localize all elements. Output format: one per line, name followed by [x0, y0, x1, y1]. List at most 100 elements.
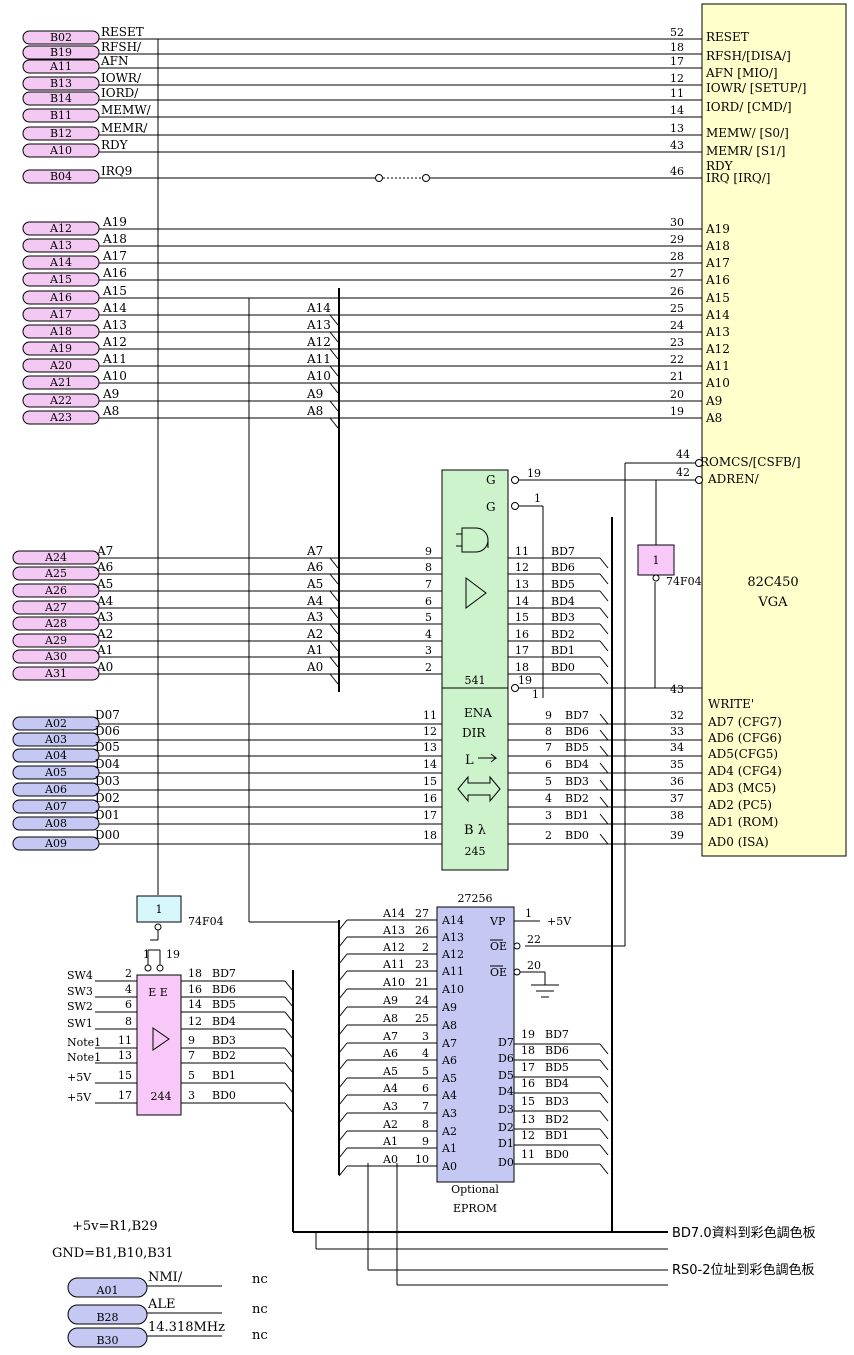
bus-entry: [329, 348, 339, 360]
bd-label: BD2: [551, 628, 575, 641]
buf244-input-label: Note1: [67, 1036, 101, 1049]
connector-a22-label: A22: [49, 394, 72, 407]
buf245-output-pin: 7: [545, 741, 552, 754]
buf541-output-pin: 18: [515, 661, 529, 674]
eprom-address-inner: A3: [441, 1107, 457, 1120]
vga-pin-number: 13: [670, 122, 684, 135]
connector-b12-shape: [22, 126, 100, 141]
buf245-output-pin: 9: [545, 709, 552, 722]
connector-a05-label: A05: [44, 766, 67, 779]
eprom-address-tap-label: A4: [306, 594, 324, 608]
eprom-address-signal: A10: [382, 976, 405, 989]
connector-a18-label: A18: [49, 325, 72, 338]
out-pin: 19: [518, 674, 532, 687]
eprom-address-signal: A12: [382, 941, 405, 954]
vga-chip-subtitle: VGA: [757, 595, 788, 610]
eprom-caption1: Optional: [451, 1183, 499, 1196]
out-bubble: [511, 684, 519, 692]
eprom-address-pin: 7: [422, 1100, 429, 1113]
vga-chip-82c450: [701, 3, 847, 857]
buf245-input-pin: 16: [423, 792, 437, 805]
bus-entry: [329, 590, 339, 602]
bus-entry: [599, 779, 609, 791]
bus-entry: [599, 1163, 609, 1175]
vga-pin-number: 52: [670, 26, 684, 39]
buf244-out-pin: 7: [188, 1049, 195, 1062]
eprom-data-label: BD4: [545, 1077, 569, 1090]
inverter-name: 74F04: [188, 915, 224, 928]
bus-entry: [338, 1024, 348, 1036]
romcs-bubble: [695, 459, 703, 467]
address-signal-label: A17: [102, 249, 127, 263]
address-signal-label: A8: [102, 404, 119, 418]
eprom-address-inner: A14: [441, 914, 464, 927]
address-signal-label: A12: [102, 335, 127, 349]
eprom-address-pin: 3: [422, 1030, 429, 1043]
bus-entry: [599, 813, 609, 825]
eprom-address-signal: A4: [382, 1082, 398, 1095]
vga-pin-number: 18: [670, 41, 684, 54]
eprom-data-inner: D5: [498, 1069, 514, 1082]
connector-a04-label: A04: [44, 749, 67, 762]
connector-a23-label: A23: [49, 411, 72, 424]
eprom-name: 27256: [458, 892, 493, 905]
eprom-address-signal: A0: [382, 1153, 398, 1166]
buf244-input-label: SW3: [67, 985, 93, 998]
bus-entry: [338, 936, 348, 948]
data-signal-label: D01: [95, 808, 120, 822]
g1-bubble: [511, 476, 519, 484]
eprom-address-pin: 23: [415, 958, 429, 971]
eprom-address-signal: A1: [382, 1135, 398, 1148]
address-signal-label: A13: [102, 318, 127, 332]
vga-pin-number: 27: [670, 267, 684, 280]
vga-control-pin-label: IRQ [IRQ/]: [706, 171, 770, 185]
eprom-data-label: BD1: [545, 1129, 569, 1142]
bus-entry: [329, 673, 339, 685]
connector-a19-label: A19: [49, 342, 72, 355]
vga-pin-number: 12: [670, 72, 684, 85]
connector-a09-label: A09: [44, 837, 67, 850]
bus-entry: [284, 1102, 294, 1114]
vga-adren-label: ADREN/: [707, 472, 760, 486]
vga-pin-number: 26: [670, 285, 684, 298]
eprom-address-tap-label: A6: [306, 560, 323, 574]
connector-a26-label: A26: [44, 584, 67, 597]
eprom-address-inner: A9: [441, 1001, 457, 1014]
buf244-out-pin: 12: [188, 1015, 202, 1028]
data-signal-label: D07: [95, 708, 120, 722]
eprom-data-inner: D1: [498, 1137, 514, 1150]
eprom-address-tap-label: A14: [306, 301, 331, 315]
address-signal-label: A1: [96, 643, 113, 657]
buf244-input-label: Note1: [67, 1051, 101, 1064]
bus-entry: [329, 365, 339, 377]
connector-b14-label: B14: [50, 92, 72, 105]
vga-address-pin-label: A11: [705, 359, 730, 373]
connector-b11-label: B11: [50, 109, 72, 122]
eprom-address-tap-label: A13: [306, 318, 331, 332]
vga-address-pin-label: A8: [705, 411, 722, 425]
eprom-data-label: BD0: [545, 1148, 569, 1161]
connector-a25-label: A25: [44, 567, 67, 580]
eprom-address-pin: 9: [422, 1135, 429, 1148]
eprom-address-inner: A4: [441, 1089, 457, 1102]
address-signal-label: A0: [96, 660, 113, 674]
bus-entry: [338, 919, 348, 931]
bus-entry: [284, 1062, 294, 1074]
g2-pin: 1: [534, 492, 541, 505]
connector-a03-label: A03: [44, 733, 67, 746]
buf244-input-label: SW2: [67, 1000, 93, 1013]
nc-label: nc: [252, 1272, 268, 1287]
eprom-data-inner: D3: [498, 1103, 514, 1116]
eprom-address-signal: A2: [382, 1118, 398, 1131]
eprom-address-tap-label: A8: [306, 404, 323, 418]
eprom-address-tap-label: A12: [306, 335, 331, 349]
vga-control-pin-label: RESET: [706, 30, 749, 44]
bd-label: BD7: [551, 545, 575, 558]
nc-signal-label: NMI/: [148, 1270, 183, 1285]
vga-data-pin-label: AD4 (CFG4): [707, 764, 782, 778]
buf541-input-pin: 6: [425, 595, 432, 608]
buffer-triangle-icon: [152, 1027, 170, 1051]
vga-address-pin-label: A9: [705, 394, 722, 408]
connector-a15-label: A15: [49, 273, 72, 286]
eprom-data-inner: D6: [498, 1052, 514, 1065]
